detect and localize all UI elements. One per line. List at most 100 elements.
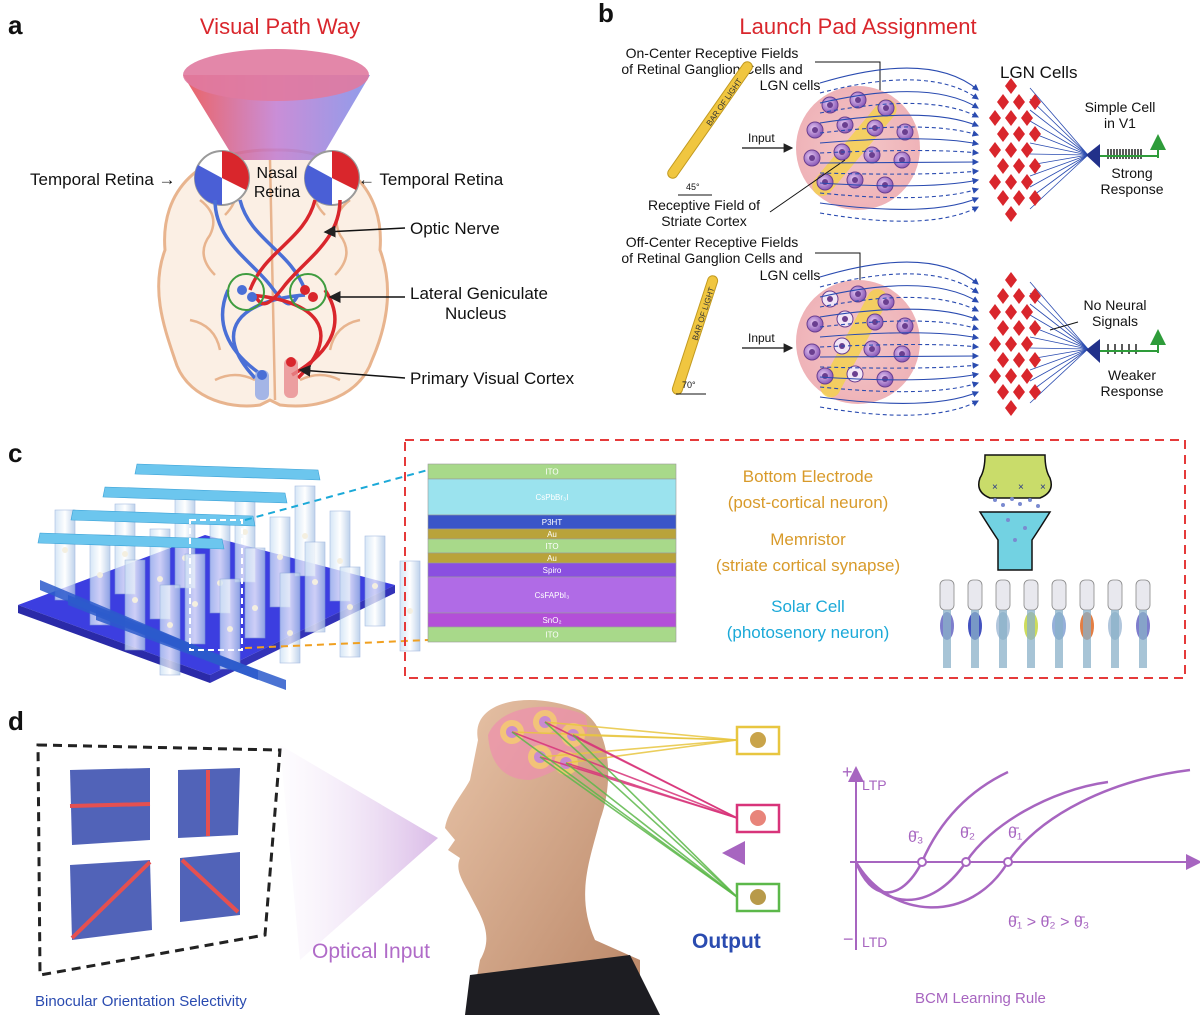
lgn-cell xyxy=(1013,126,1025,142)
spikes-strong xyxy=(1107,149,1142,159)
panel-letter-a: a xyxy=(8,10,23,40)
label-off-center-3: LGN cells xyxy=(760,267,821,283)
lgn-cell xyxy=(1021,336,1033,352)
pillar xyxy=(279,572,301,664)
rgc-nucleus xyxy=(872,125,878,131)
photoreceptor-segment xyxy=(1083,610,1091,668)
human-head xyxy=(445,700,660,1015)
lgn-cell xyxy=(1029,126,1041,142)
device-layer xyxy=(427,576,677,614)
fiber xyxy=(819,168,980,175)
lgn-cell xyxy=(1021,174,1033,190)
blue-pathway xyxy=(213,199,307,380)
label-no-signal-1: No Neural xyxy=(1083,297,1146,313)
bcm-plot: + LTP − LTD θ̄₃ θ̄₂ θ̄₁ θ̄₁ > θ̄₂ > θ̄₃ xyxy=(842,762,1200,950)
lgn-v1-fiber xyxy=(1029,154,1089,166)
lgn-cell xyxy=(997,288,1009,304)
left-eye xyxy=(194,150,250,206)
pillar-ion xyxy=(312,579,318,585)
feedback-arrow-head xyxy=(722,841,745,865)
lgn-cell xyxy=(997,158,1009,174)
lgn-right-circle xyxy=(289,273,327,311)
lgn-cell xyxy=(1005,272,1017,288)
bcm-ltp: LTP xyxy=(862,777,887,793)
bcm-curve-1 xyxy=(854,768,1191,909)
label-strong-1: Strong xyxy=(1111,165,1152,181)
label-inequality: θ̄₁ > θ̄₂ > θ̄₃ xyxy=(1008,914,1089,931)
lgn-cell xyxy=(989,336,1001,352)
lgn-cell xyxy=(997,126,1009,142)
label-off-center-2: of Retinal Ganglion Cells and xyxy=(621,250,802,266)
neurotransmitter xyxy=(1023,526,1027,530)
lgn-cell xyxy=(997,190,1009,206)
fiber xyxy=(819,332,980,341)
output-fiber xyxy=(511,731,738,819)
lgn-cells-top xyxy=(989,78,1041,222)
fiber xyxy=(819,296,979,312)
fiber xyxy=(819,362,980,369)
rgc-nucleus xyxy=(812,321,818,327)
zoom-box xyxy=(189,519,243,651)
rgc-nucleus xyxy=(855,291,861,297)
rgc-nucleus xyxy=(882,376,888,382)
output-ball-pink xyxy=(750,810,766,826)
pillar xyxy=(54,509,76,601)
label-optical-input: Optical Input xyxy=(312,940,430,963)
layer-label: P3HT xyxy=(542,518,563,527)
fiber xyxy=(819,285,979,303)
output-fibers xyxy=(511,721,738,898)
pillar-ion xyxy=(192,601,198,607)
leader-on-center xyxy=(815,61,881,100)
lgn-cell xyxy=(1013,384,1025,400)
output-fiber xyxy=(544,721,738,898)
device-layer xyxy=(427,478,677,516)
label-binocular: Binocular Orientation Selectivity xyxy=(35,993,247,1010)
lgn-cell xyxy=(1013,352,1025,368)
bar-diagonal-right xyxy=(180,858,240,914)
fiber xyxy=(819,320,980,331)
label-output: Output xyxy=(692,930,761,953)
leader-no-signal xyxy=(1049,321,1079,331)
lgn-left-circle xyxy=(227,273,265,311)
red-pathway xyxy=(248,199,342,380)
device-stack-frame xyxy=(404,439,1186,679)
pillar xyxy=(184,553,206,645)
neurotransmitter xyxy=(1006,518,1010,522)
lgn-cell xyxy=(997,94,1009,110)
bcm-plus: + xyxy=(842,762,853,782)
lgn-cell xyxy=(1005,400,1017,416)
lgn-cell xyxy=(1013,94,1025,110)
lgn-cell xyxy=(1013,158,1025,174)
bcm-curve-2 xyxy=(854,780,1109,902)
fiber xyxy=(819,177,980,187)
rgc-nucleus xyxy=(855,97,861,103)
pillar xyxy=(399,560,421,652)
pillar-ion xyxy=(277,554,283,560)
pillar-ion xyxy=(252,605,258,611)
simple-cell-bottom xyxy=(1086,339,1100,363)
lgn-left-node xyxy=(247,292,257,302)
photoreceptor-body xyxy=(995,579,1011,611)
label-optic-nerve: Optic Nerve xyxy=(410,219,500,238)
lgn-cell xyxy=(1029,384,1041,400)
lgn-cell xyxy=(989,174,1001,190)
pillar xyxy=(304,541,326,633)
label-bottom-electrode: Bottom Electrode xyxy=(743,467,873,486)
output-fiber xyxy=(572,734,738,898)
rgc-nucleus xyxy=(872,319,878,325)
fiber xyxy=(819,352,980,360)
rgc-nucleus xyxy=(899,157,905,163)
photoreceptor-body xyxy=(1051,579,1067,611)
lgn-v1-fiber xyxy=(1029,154,1089,210)
lgn-cell xyxy=(989,304,1001,320)
rgc-nucleus xyxy=(869,152,875,158)
rgc-nucleus xyxy=(852,371,858,377)
memristor-pillars xyxy=(40,485,421,690)
presynaptic-terminal xyxy=(978,454,1052,499)
fiber xyxy=(819,308,980,321)
top-rail xyxy=(102,486,288,504)
rgc-nucleus xyxy=(827,102,833,108)
lgn-cell xyxy=(1029,320,1041,336)
panel-b-title: Launch Pad Assignment xyxy=(739,14,976,39)
lgn-cell xyxy=(1013,190,1025,206)
